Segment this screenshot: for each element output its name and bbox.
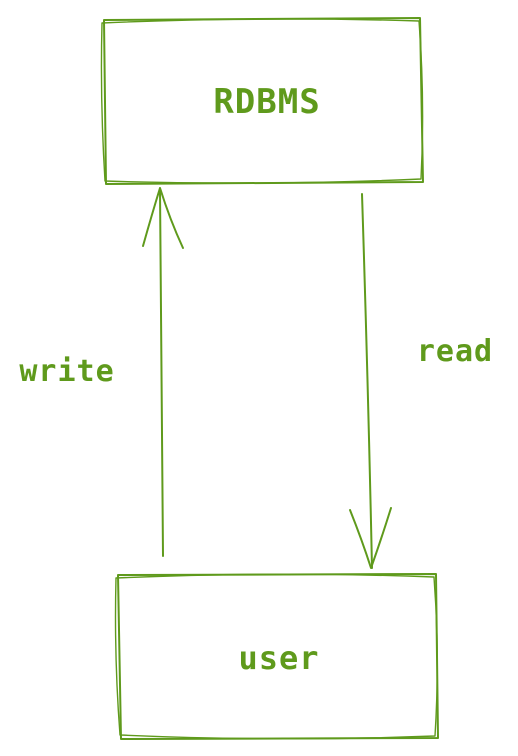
- rdbms-node[interactable]: RDBMS: [100, 17, 424, 185]
- user-node[interactable]: user: [114, 573, 439, 740]
- read-arrow[interactable]: [349, 193, 392, 569]
- rdbms-label: RDBMS: [213, 82, 320, 122]
- write-label: write: [19, 354, 114, 389]
- write-arrow-head: [142, 187, 184, 249]
- user-label: user: [238, 639, 319, 677]
- read-arrow-head: [349, 507, 392, 569]
- read-arrow-shaft: [361, 193, 373, 569]
- write-arrow-shaft: [159, 189, 164, 557]
- write-arrow[interactable]: [142, 187, 184, 557]
- read-label: read: [417, 334, 493, 369]
